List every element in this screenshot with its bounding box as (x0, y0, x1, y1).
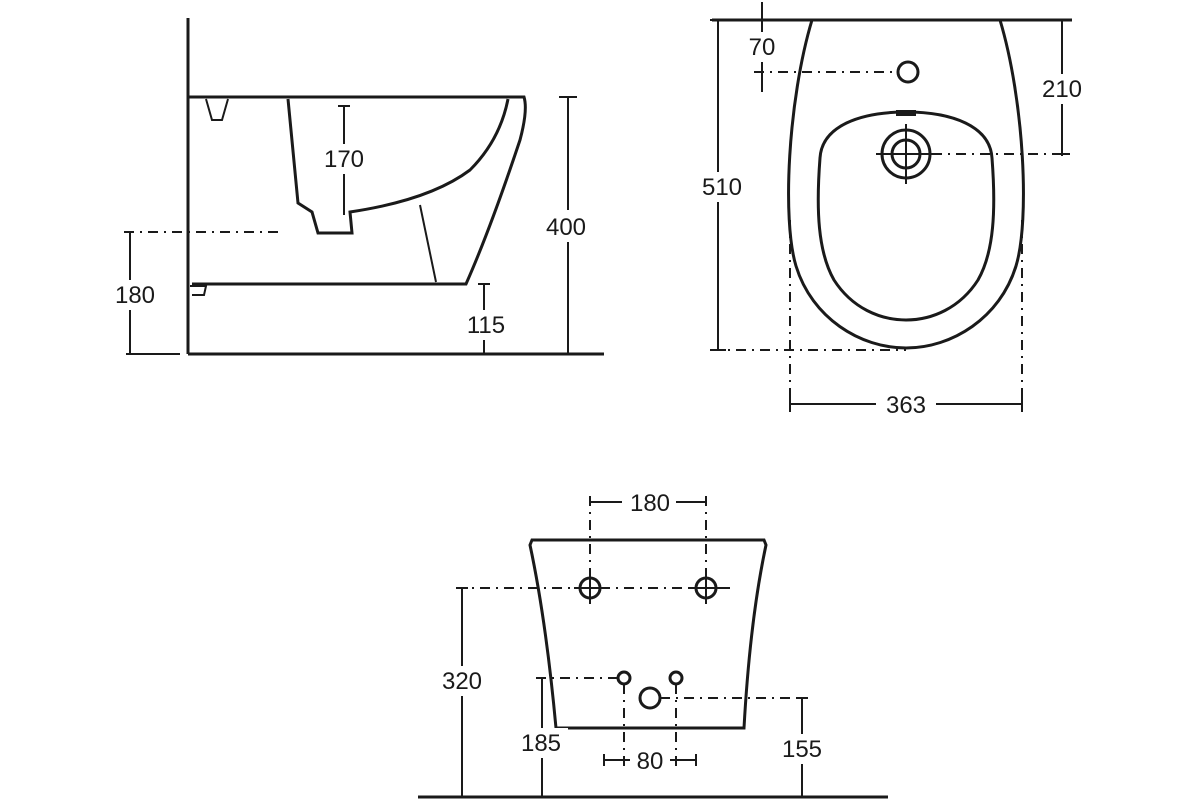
dim-label-mount-height: 180 (115, 282, 155, 309)
tap-hole (896, 60, 920, 84)
dim-label-bolt-height: 320 (442, 668, 482, 695)
bowl-top-outline (816, 110, 996, 322)
top-view: 510 70 210 363 (696, 2, 1090, 420)
dim-label-width: 363 (886, 392, 926, 419)
bowl-inner-outline (286, 98, 510, 235)
rear-view: 180 320 185 80 155 (418, 488, 888, 799)
side-view: 400 170 180 115 (110, 18, 604, 356)
dim-label-height: 400 (546, 214, 586, 241)
dim-label-bottom-gap: 115 (467, 312, 505, 339)
bidet-top-outline (787, 19, 1025, 350)
inlet-right (668, 670, 684, 686)
inlet-left (616, 670, 632, 686)
waste-outlet (638, 686, 662, 710)
bidet-body-outline (188, 95, 527, 286)
dim-label-length: 510 (702, 174, 742, 201)
dim-label-waste-height: 155 (782, 736, 822, 763)
dim-label-inlet-height: 185 (521, 730, 561, 757)
bidet-rear-outline (528, 538, 768, 730)
dim-label-bowl-depth: 170 (324, 146, 364, 173)
bottom-bracket (190, 285, 208, 296)
dim-label-inlet-spacing: 80 (637, 748, 664, 775)
dim-label-tap-offset: 70 (749, 34, 776, 61)
tap-notch (205, 98, 229, 121)
drain-symbol (876, 110, 936, 184)
dim-label-drain-offset: 210 (1042, 76, 1082, 103)
dim-label-bolt-spacing: 180 (630, 490, 670, 517)
pedestal-line (419, 204, 437, 283)
